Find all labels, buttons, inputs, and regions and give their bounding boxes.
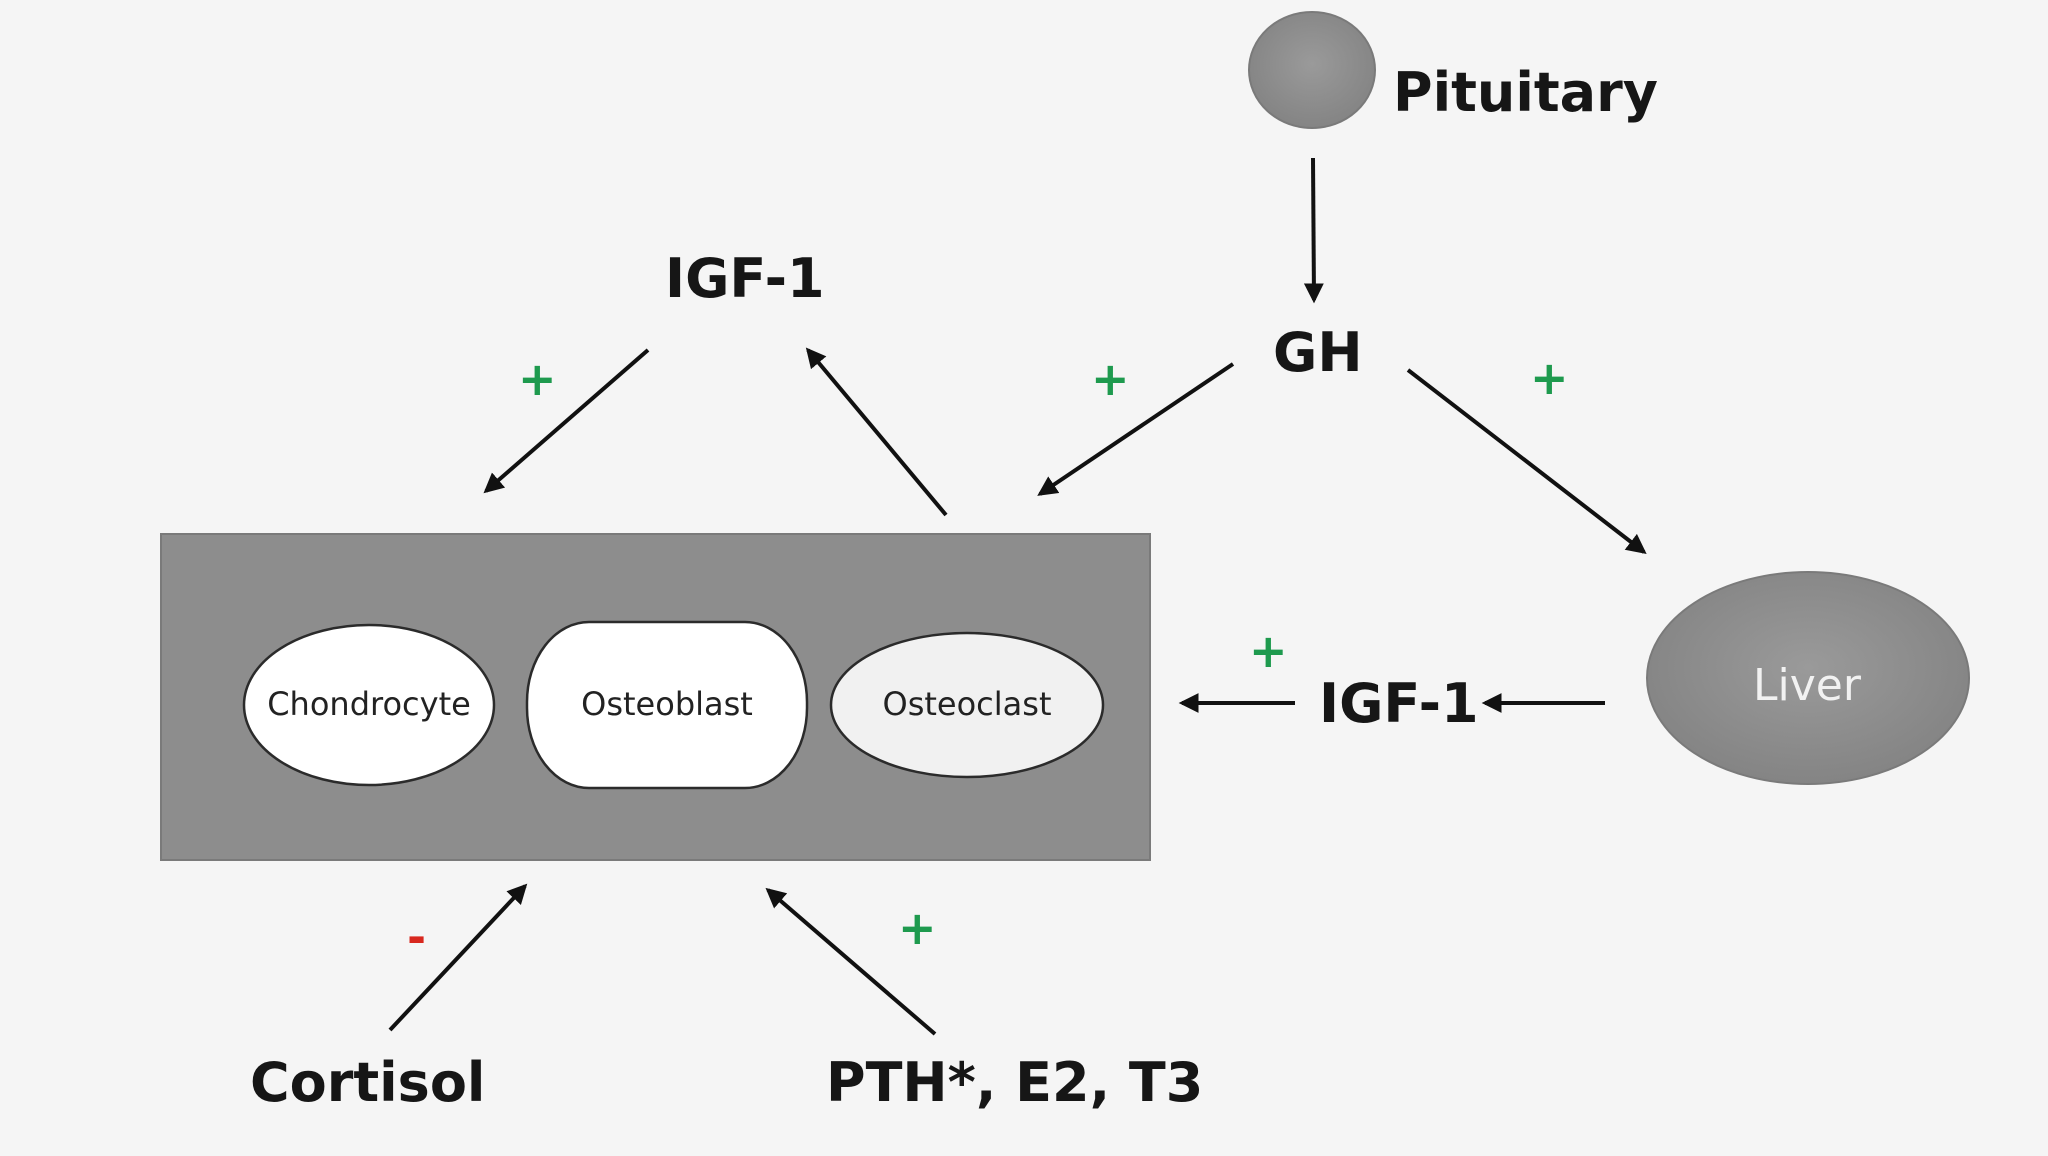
liver-label: Liver (1753, 660, 1861, 711)
arrow-pituitary-to-gh (1303, 157, 1324, 304)
osteoclast-cell (829, 631, 1105, 779)
plus-sign-igf1-to-bone: + (518, 352, 557, 406)
pituitary-node (1248, 11, 1376, 129)
osteoblast-cell (525, 620, 809, 790)
igf1-right-label: IGF-1 (1319, 672, 1479, 735)
arrow-cortisol-to-bone (388, 883, 528, 1032)
plus-sign-pth-to-bone: + (898, 901, 937, 955)
arrow-gh-to-bone (1037, 362, 1235, 496)
arrow-gh-to-liver (1406, 368, 1647, 555)
plus-sign-gh-to-bone: + (1091, 352, 1130, 406)
cortisol-label: Cortisol (250, 1051, 486, 1114)
liver-node (1646, 571, 1970, 785)
arrow-igf1-to-chondrocyte (483, 348, 650, 494)
chondrocyte-cell (242, 623, 496, 787)
gh-label: GH (1273, 321, 1363, 384)
minus-sign-cortisol-to-bone: - (407, 910, 427, 964)
chondrocyte-label: Chondrocyte (267, 685, 471, 723)
plus-sign-igf1-liver-to-bone: + (1249, 624, 1288, 678)
osteoblast-label: Osteoblast (581, 685, 753, 723)
pth-e2-t3-label: PTH*, E2, T3 (826, 1051, 1204, 1114)
osteoclast-label: Osteoclast (882, 685, 1052, 723)
arrow-pth-to-bone (765, 887, 937, 1036)
igf1-top-label: IGF-1 (665, 247, 825, 310)
arrow-bone-to-igf1 (805, 347, 948, 517)
pituitary-label: Pituitary (1393, 61, 1658, 124)
plus-sign-gh-to-liver: + (1530, 351, 1569, 405)
